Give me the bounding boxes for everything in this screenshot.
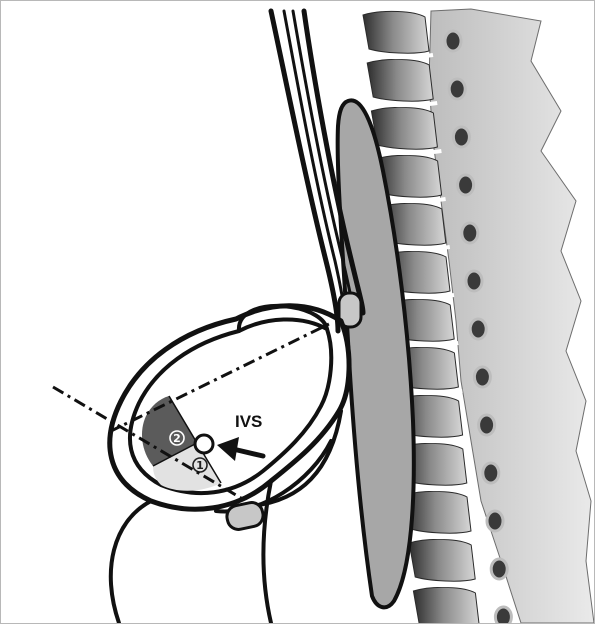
neural-foramen	[462, 223, 478, 243]
vertebral-body	[413, 587, 479, 623]
neural-foramen	[487, 511, 503, 531]
vertebral-body	[371, 107, 437, 149]
intervertebral-disc	[411, 582, 479, 585]
organ-outline	[110, 306, 349, 623]
neural-foramen	[474, 367, 490, 387]
intervertebral-disc	[365, 54, 433, 57]
neural-foramen	[470, 319, 486, 339]
neural-foramen	[453, 127, 469, 147]
intervertebral-disc	[373, 150, 441, 153]
ivs-arrow	[217, 437, 263, 461]
neural-foramen	[479, 415, 495, 435]
vertebral-body	[363, 11, 429, 53]
vertebral-body	[367, 59, 433, 101]
neural-foramen	[483, 463, 499, 483]
target-marker-circle	[195, 435, 213, 453]
region-1-label: 1	[196, 459, 204, 472]
neural-foramen	[495, 607, 511, 623]
intervertebral-disc	[407, 534, 475, 537]
neural-foramen	[445, 31, 461, 51]
intervertebral-disc	[369, 102, 437, 105]
neural-foramen	[466, 271, 482, 291]
scan-plane-long-axis	[109, 323, 331, 432]
neural-foramen	[458, 175, 474, 195]
vertebral-body	[409, 539, 475, 581]
neural-foramen	[449, 79, 465, 99]
neural-foramen	[491, 559, 507, 579]
region-2-label: 2	[173, 432, 181, 445]
ivs-label: IVS	[235, 412, 262, 431]
